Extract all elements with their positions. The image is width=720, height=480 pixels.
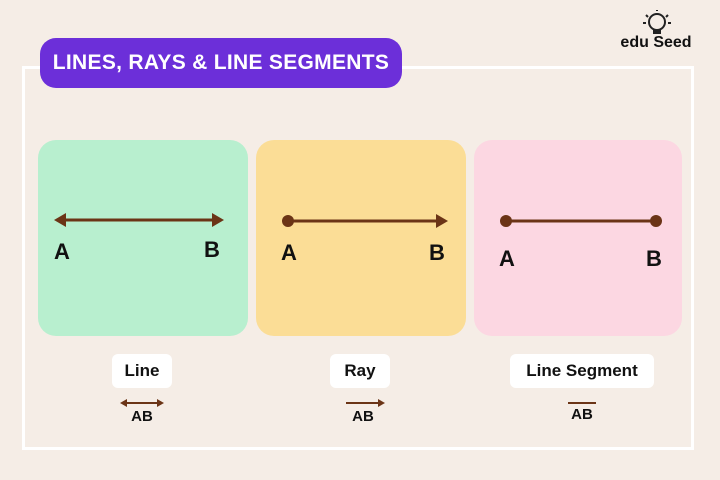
- line-notation: AB: [112, 396, 172, 430]
- point-a-label: A: [281, 240, 297, 265]
- line-card: A B: [38, 140, 248, 336]
- ray-notation: AB: [333, 396, 393, 430]
- line-name-label: Line: [112, 354, 172, 388]
- point-b-label: B: [429, 240, 445, 265]
- page-title: LINES, RAYS & LINE SEGMENTS: [40, 38, 402, 88]
- ray-diagram: [282, 214, 448, 228]
- ray-arrowhead: [436, 214, 448, 228]
- line-arrowhead-right: [212, 213, 224, 227]
- point-b-label: B: [646, 246, 662, 271]
- double-arrow-icon: [120, 399, 164, 407]
- point-b-label: B: [204, 237, 220, 262]
- point-a-label: A: [499, 246, 515, 271]
- segment-diagram: [500, 215, 662, 227]
- line-arrowhead-left: [54, 213, 66, 227]
- ray-name-label: Ray: [330, 354, 390, 388]
- logo-text: edu Seed: [620, 34, 692, 51]
- point-a-label: A: [54, 239, 70, 264]
- line-diagram: [54, 213, 224, 227]
- ray-notation-text: AB: [352, 408, 374, 425]
- edu-seed-logo: edu Seed: [608, 10, 704, 56]
- overline-icon: [568, 402, 596, 404]
- line-notation-text: AB: [131, 408, 153, 425]
- segment-name-label: Line Segment: [510, 354, 654, 388]
- segment-card: A B: [474, 140, 682, 336]
- segment-endpoint-a: [500, 215, 512, 227]
- ray-card: A B: [256, 140, 466, 336]
- right-arrow-icon: [346, 399, 385, 407]
- segment-endpoint-b: [650, 215, 662, 227]
- segment-notation: AB: [552, 394, 612, 428]
- ray-endpoint: [282, 215, 294, 227]
- segment-notation-text: AB: [571, 406, 593, 423]
- lightbulb-icon: [643, 10, 671, 34]
